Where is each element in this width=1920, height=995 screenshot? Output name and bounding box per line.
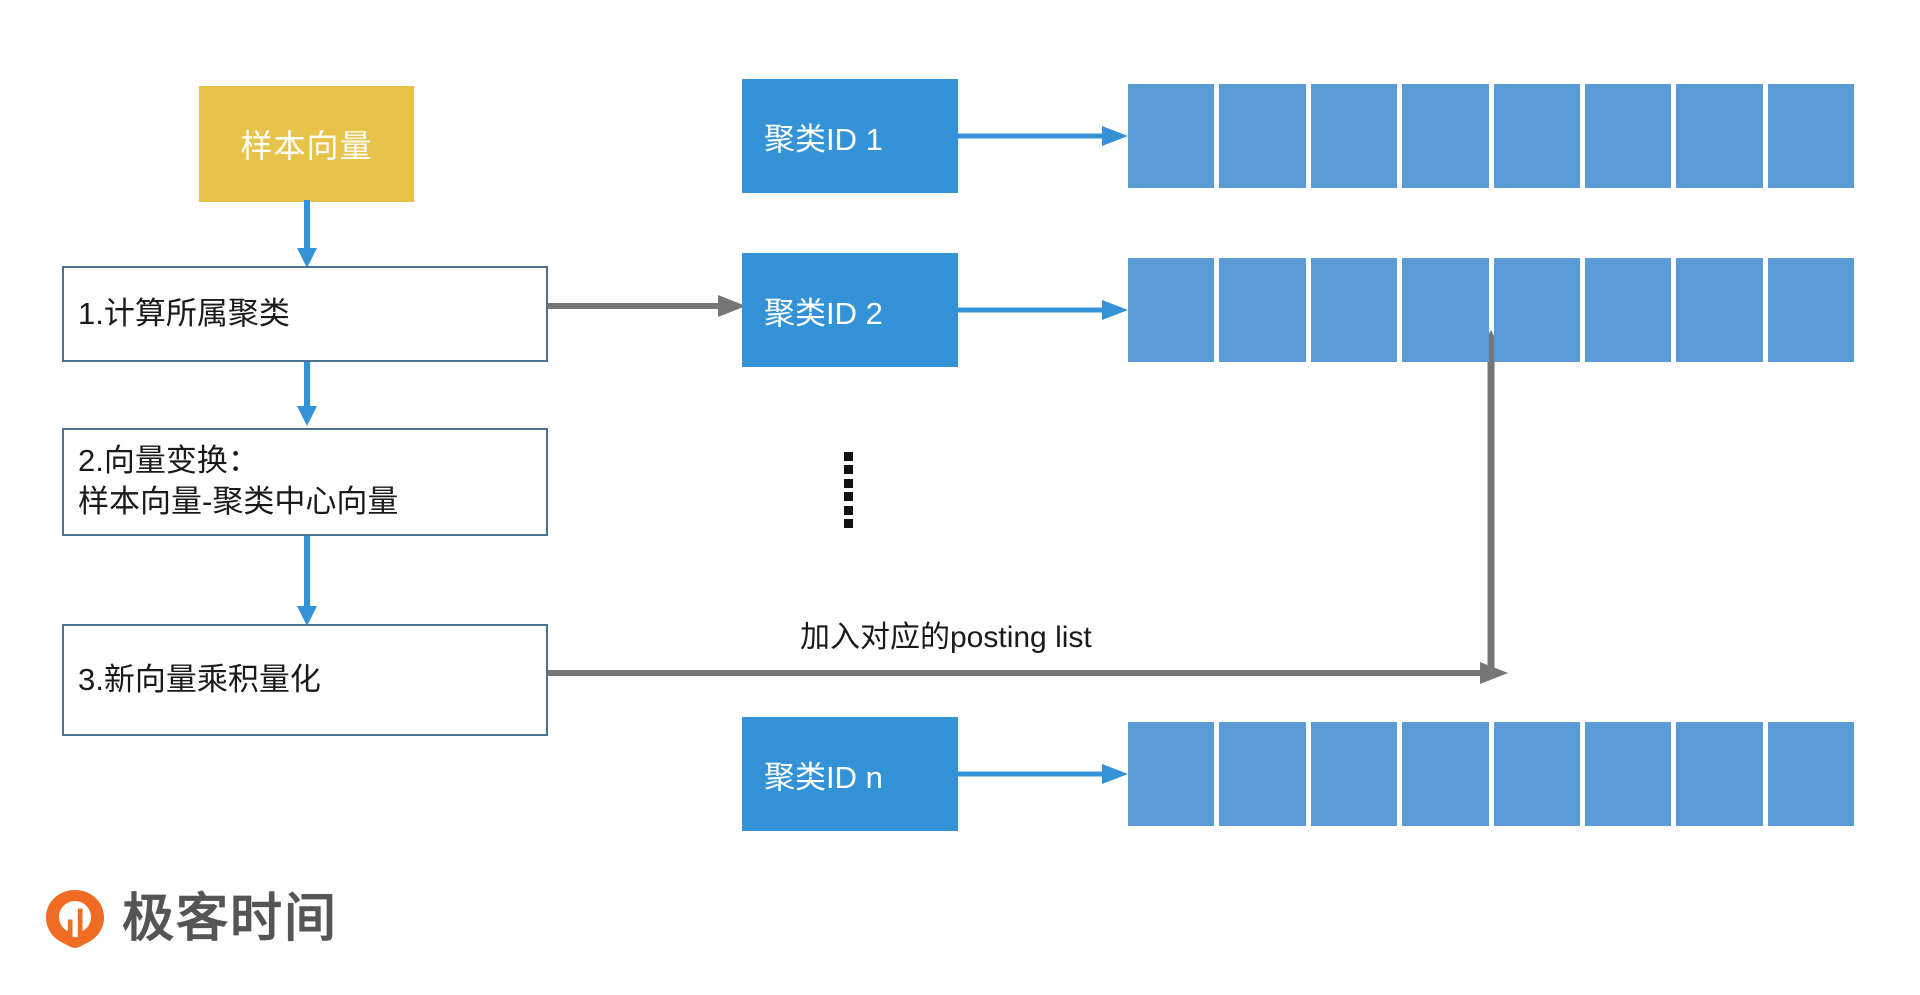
- sample-vector-label: 样本向量: [240, 128, 373, 164]
- brand-logo-text: 极客时间: [122, 890, 339, 948]
- posting-list-cell: [1767, 258, 1854, 362]
- posting-list-cell: [1310, 84, 1398, 188]
- posting-list-cell: [1219, 84, 1306, 188]
- posting-list-cell: [1676, 258, 1763, 362]
- cluster-id-box-1: 聚类ID 1: [742, 79, 958, 193]
- posting-list-cell: [1402, 722, 1489, 826]
- posting-list-row-2: [1128, 258, 1854, 362]
- posting-list-cell: [1219, 258, 1306, 362]
- arrow-cluster2-to-posting-list-2: [958, 296, 1128, 324]
- ellipsis-dot: [843, 492, 853, 502]
- posting-list-cell: [1219, 722, 1306, 826]
- brand-logo: 极客时间: [44, 888, 338, 950]
- step-box-1: 1.计算所属聚类: [62, 266, 548, 362]
- posting-list-cell: [1128, 722, 1215, 826]
- posting-list-cell: [1310, 722, 1398, 826]
- ellipsis-dot: [843, 465, 853, 475]
- step-label-3: 3.新向量乘积量化: [78, 661, 321, 697]
- posting-list-cell: [1676, 84, 1763, 188]
- arrow-step2-to-step3: [296, 536, 318, 628]
- cluster-id-label-1: 聚类ID 1: [764, 121, 883, 157]
- posting-list-row-n: [1128, 722, 1854, 826]
- step-label-1: 1.计算所属聚类: [78, 295, 290, 331]
- posting-list-cell: [1310, 258, 1398, 362]
- step-box-2: 2.向量变换： 样本向量-聚类中心向量: [62, 428, 548, 536]
- posting-list-cell: [1767, 722, 1854, 826]
- posting-list-cell: [1493, 84, 1580, 188]
- posting-list-caption: 加入对应的posting list: [800, 621, 1092, 654]
- posting-list-cell: [1128, 84, 1215, 188]
- posting-list-cell: [1584, 722, 1672, 826]
- vertical-ellipsis-icon: [842, 452, 854, 528]
- posting-list-cell: [1584, 258, 1672, 362]
- cluster-id-box-2: 聚类ID 2: [742, 253, 958, 367]
- ellipsis-dot: [843, 478, 853, 488]
- posting-list-cell: [1402, 258, 1489, 362]
- ellipsis-dot: [843, 505, 853, 515]
- cluster-id-label-n: 聚类ID n: [764, 759, 883, 795]
- arrow-step1-to-step2: [296, 362, 318, 428]
- posting-list-row-1: [1128, 84, 1854, 188]
- posting-list-cell: [1493, 722, 1580, 826]
- cluster-id-label-2: 聚类ID 2: [764, 295, 883, 331]
- arrow-sample-to-step1: [296, 200, 318, 270]
- step-box-3: 3.新向量乘积量化: [62, 624, 548, 736]
- arrow-clustern-to-posting-list-n: [958, 760, 1128, 788]
- sample-vector-box: 样本向量: [199, 86, 414, 202]
- geektime-mark-icon: [44, 888, 106, 950]
- posting-list-cell: [1493, 258, 1580, 362]
- ellipsis-dot: [843, 518, 853, 528]
- posting-list-cell: [1402, 84, 1489, 188]
- arrow-step1-to-cluster2: [548, 292, 748, 320]
- posting-list-cell: [1767, 84, 1854, 188]
- cluster-id-box-n: 聚类ID n: [742, 717, 958, 831]
- posting-list-cell: [1584, 84, 1672, 188]
- ellipsis-dot: [843, 452, 853, 461]
- posting-list-cell: [1128, 258, 1215, 362]
- posting-list-cell: [1676, 722, 1763, 826]
- step-label-2: 2.向量变换： 样本向量-聚类中心向量: [78, 443, 399, 519]
- arrow-cluster1-to-posting-list-1: [958, 122, 1128, 150]
